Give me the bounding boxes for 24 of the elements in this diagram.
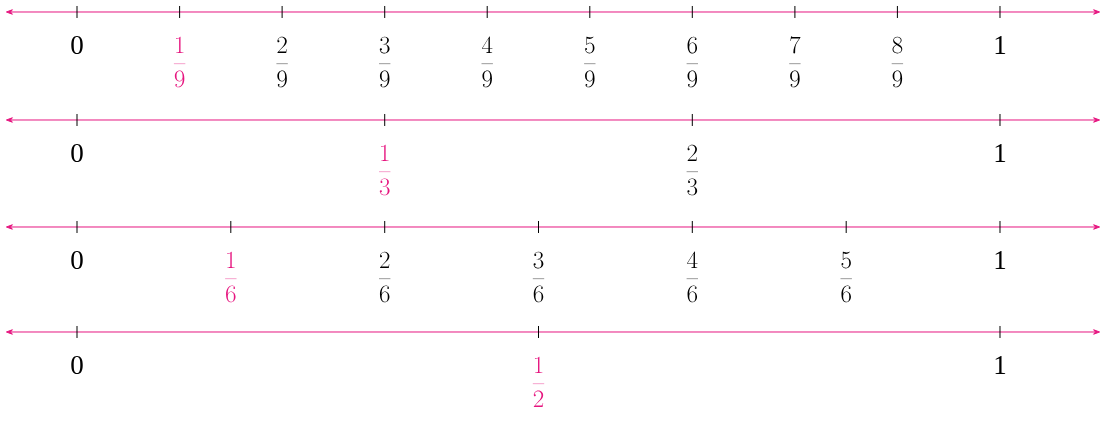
- tick-label: $\frac{1}{9}$: [173, 36, 186, 88]
- tick-label: 0: [71, 355, 83, 375]
- tick-label: $\frac{6}{9}$: [686, 36, 698, 88]
- tick-label: $\frac{7}{9}$: [789, 36, 801, 88]
- tick-label: 1: [995, 251, 1006, 269]
- tick-label: $\frac{5}{9}$: [584, 36, 596, 88]
- tick-label: $\frac{2}{3}$: [686, 144, 698, 196]
- tick-label: $\frac{1}{2}$: [532, 356, 545, 407]
- tick-label: $\frac{4}{6}$: [686, 251, 698, 303]
- tick-label: $\frac{3}{6}$: [532, 251, 545, 303]
- tick-label: $\frac{2}{6}$: [379, 251, 391, 303]
- tick-label: $\frac{1}{6}$: [225, 251, 237, 303]
- tick-label: 1: [995, 144, 1006, 162]
- tick-label: 1: [995, 356, 1006, 374]
- tick-label: $\frac{2}{9}$: [276, 36, 288, 88]
- tick-label: 0: [71, 143, 83, 163]
- tick-label: 1: [995, 36, 1006, 54]
- tick-label: $\frac{1}{3}$: [379, 144, 391, 196]
- tick-label: 0: [71, 35, 83, 55]
- tick-label: $\frac{4}{9}$: [481, 36, 493, 88]
- tick-label: 0: [71, 250, 83, 270]
- tick-label: $\frac{3}{9}$: [379, 36, 391, 88]
- tick-label: $\frac{5}{6}$: [840, 251, 852, 303]
- tick-label: $\frac{8}{9}$: [891, 36, 904, 88]
